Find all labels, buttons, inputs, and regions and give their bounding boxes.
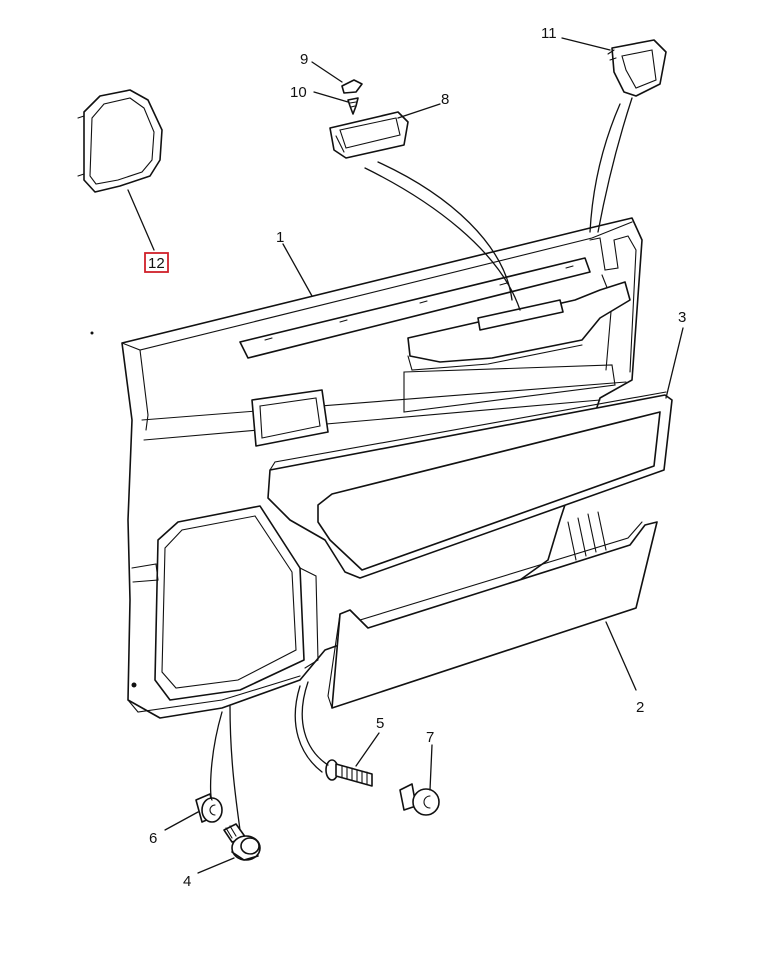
callout-9: 9 <box>300 51 308 68</box>
callout-1: 1 <box>276 229 284 246</box>
corner-bezel <box>607 39 667 97</box>
callout-7: 7 <box>426 729 434 746</box>
callout-10: 10 <box>290 84 307 101</box>
callout-11: 11 <box>541 25 557 42</box>
door-trim-panel <box>121 217 643 719</box>
push-fastener <box>223 823 261 861</box>
callout-12-highlight-box <box>144 252 169 273</box>
stray-dot <box>90 331 94 335</box>
threaded-stud <box>325 759 373 787</box>
upper-pocket-panel <box>267 391 673 579</box>
callout-2: 2 <box>636 699 644 716</box>
callout-5: 5 <box>376 715 384 732</box>
retainer-clip <box>399 783 440 816</box>
screw <box>347 97 359 115</box>
trim-clip <box>195 793 223 823</box>
lower-pocket-panel <box>327 521 658 709</box>
door-handle-bezel <box>329 111 409 159</box>
mirror-cover <box>77 89 163 193</box>
callout-3: 3 <box>678 309 686 326</box>
callout-12: 12 <box>148 255 165 272</box>
callout-labels: 1 2 3 4 5 6 7 8 9 10 11 12 <box>144 25 686 890</box>
callout-6: 6 <box>149 830 157 847</box>
leader-lines <box>127 37 684 874</box>
callout-8: 8 <box>441 91 449 108</box>
screw-cap <box>341 79 363 94</box>
callout-4: 4 <box>183 873 191 890</box>
